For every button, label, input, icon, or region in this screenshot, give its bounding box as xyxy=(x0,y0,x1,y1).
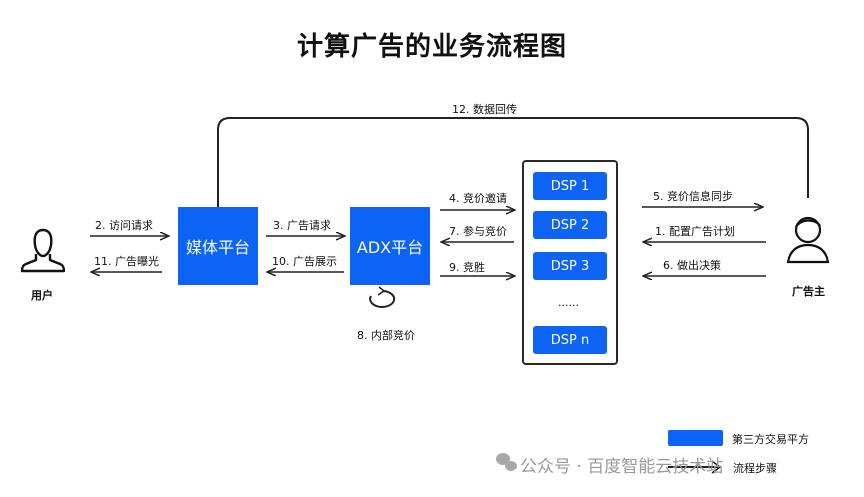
user-label: 用户 xyxy=(31,289,53,302)
step-10-label: 10. 广告展示 xyxy=(272,255,337,268)
step-5-label: 5. 竞价信息同步 xyxy=(653,190,733,203)
user-icon xyxy=(20,228,66,273)
legend-third-party-label: 第三方交易平方 xyxy=(732,433,809,446)
diagram-title: 计算广告的业务流程图 xyxy=(296,32,567,62)
dsp-box: DSP 1 xyxy=(533,172,607,200)
step-6-label: 6. 做出决策 xyxy=(663,259,721,272)
step-3-label: 3. 广告请求 xyxy=(273,219,331,232)
step-7-label: 7. 参与竞价 xyxy=(449,225,507,238)
step-9-label: 9. 竞胜 xyxy=(449,261,485,274)
watermark: 公众号 · 百度智能云技术站 xyxy=(520,457,724,477)
dsp-box: DSP n xyxy=(533,326,607,354)
adx-platform-box: ADX平台 xyxy=(350,207,430,285)
legend-arrow-head xyxy=(711,460,722,474)
data-return-loop xyxy=(217,117,809,207)
legend-flow-step-label: 流程步骤 xyxy=(733,462,777,475)
step-8-label: 8. 内部竞价 xyxy=(357,329,415,342)
step-1-label: 1. 配置广告计划 xyxy=(655,225,735,238)
media-platform-box: 媒体平台 xyxy=(178,207,258,285)
advertiser-label: 广告主 xyxy=(792,285,825,298)
legend-arrow-line xyxy=(668,466,718,468)
dsp-box: DSP 2 xyxy=(533,211,607,239)
cycle-icon xyxy=(369,286,396,308)
legend-swatch xyxy=(668,430,723,446)
step-11-label: 11. 广告曝光 xyxy=(94,255,159,268)
wechat-icon xyxy=(496,453,517,471)
dsp-box: DSP 3 xyxy=(533,252,607,280)
dsp-ellipsis: ...... xyxy=(558,296,579,309)
step-12-label: 12. 数据回传 xyxy=(452,103,517,116)
advertiser-icon xyxy=(786,216,830,264)
step-4-label: 4. 竞价邀请 xyxy=(449,192,507,205)
step-2-label: 2. 访问请求 xyxy=(95,219,153,232)
dsp-container xyxy=(522,160,618,365)
